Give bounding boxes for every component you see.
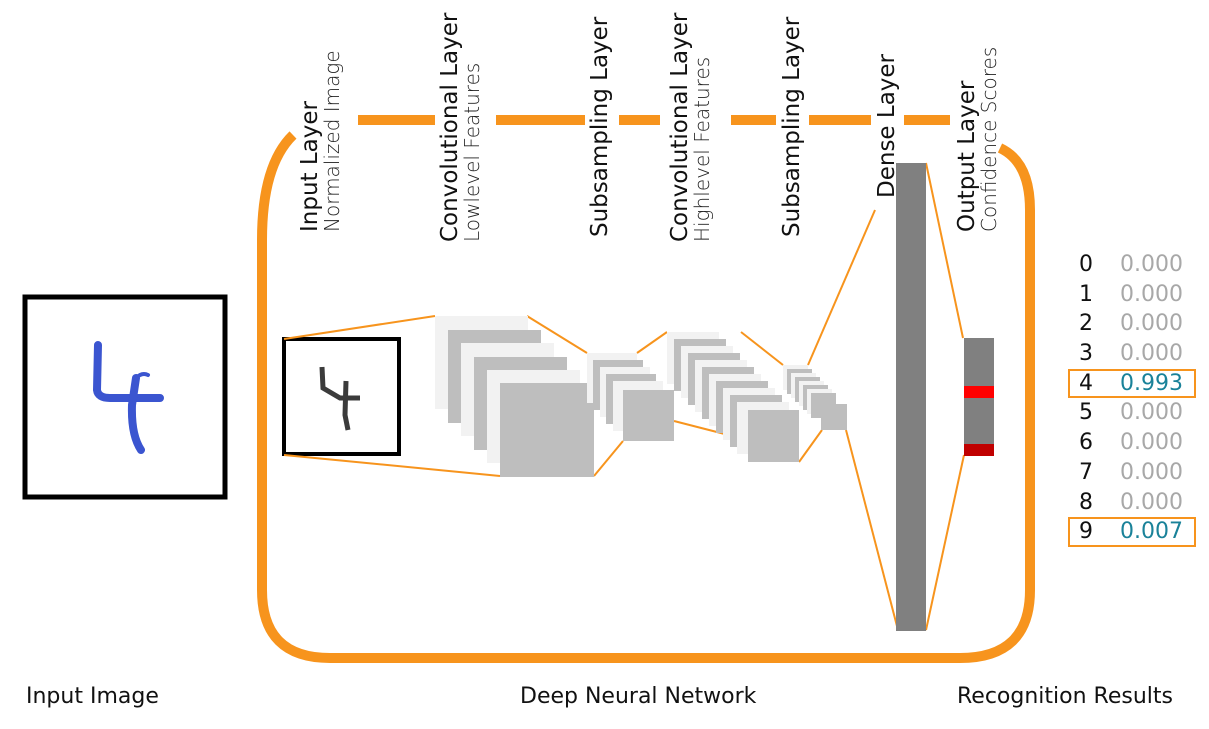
result-row: 5 0.000 <box>1068 398 1198 428</box>
result-digit: 2 <box>1079 311 1093 337</box>
result-row: 3 0.000 <box>1068 339 1198 369</box>
result-score: 0.000 <box>1120 459 1183 485</box>
subsampling-layer-2-maps <box>783 365 847 430</box>
label-dense-layer: Dense Layer <box>874 53 900 198</box>
subsampling-layer-1-maps <box>587 353 674 441</box>
result-score: 0.000 <box>1120 489 1183 515</box>
result-row: 1 0.000 <box>1068 280 1198 310</box>
result-digit: 3 <box>1079 341 1093 367</box>
result-digit: 4 <box>1079 370 1093 396</box>
result-digit: 9 <box>1079 519 1093 545</box>
dense-layer-bar <box>896 163 926 631</box>
result-row: 4 0.993 <box>1068 368 1196 399</box>
label-conv-layer-1: Convolutional Layer Lowlevel Features <box>437 12 485 242</box>
result-row: 6 0.000 <box>1068 428 1198 458</box>
result-score: 0.000 <box>1120 311 1183 337</box>
output-unit-9 <box>964 444 994 456</box>
result-digit: 0 <box>1079 252 1093 277</box>
normalized-digit <box>319 366 360 431</box>
result-score: 0.007 <box>1120 519 1183 545</box>
result-digit: 7 <box>1079 459 1093 485</box>
result-row: 8 0.000 <box>1068 488 1198 518</box>
result-score: 0.000 <box>1120 252 1183 277</box>
label-input-layer: Input Layer Normalized Image <box>297 50 345 232</box>
recognition-results-list: 0 0.000 1 0.000 2 0.000 3 0.000 4 0.993 5 0.000 6 0.0… <box>1068 250 1198 547</box>
result-score: 0.000 <box>1120 430 1183 456</box>
result-score: 0.993 <box>1120 370 1183 396</box>
result-digit: 1 <box>1079 281 1093 307</box>
projection-lines <box>283 162 965 631</box>
result-digit: 6 <box>1079 430 1093 456</box>
conv-layer-1-maps <box>435 316 594 477</box>
section-deep-neural-network: Deep Neural Network <box>520 684 757 709</box>
label-subsampling-layer-1: Subsampling Layer <box>587 16 613 237</box>
output-unit-4 <box>964 386 994 398</box>
result-digit: 8 <box>1079 489 1093 515</box>
result-score: 0.000 <box>1120 281 1183 307</box>
result-digit: 5 <box>1079 400 1093 426</box>
section-input-image: Input Image <box>26 684 159 709</box>
output-layer-bar <box>964 338 994 456</box>
section-recognition-results: Recognition Results <box>957 684 1173 709</box>
result-score: 0.000 <box>1120 400 1183 426</box>
result-row: 2 0.000 <box>1068 309 1198 339</box>
label-output-layer: Output Layer Confidence Scores <box>954 46 1002 232</box>
conv-layer-2-maps <box>667 332 799 462</box>
label-conv-layer-2: Convolutional Layer Highlevel Features <box>667 12 715 242</box>
label-subsampling-layer-2: Subsampling Layer <box>779 16 805 237</box>
result-score: 0.000 <box>1120 341 1183 367</box>
result-row: 0 0.000 <box>1068 250 1198 280</box>
result-row: 7 0.000 <box>1068 458 1198 488</box>
network-frame <box>257 131 1035 663</box>
result-row: 9 0.007 <box>1068 517 1196 547</box>
input-digit-drawing <box>92 341 164 454</box>
